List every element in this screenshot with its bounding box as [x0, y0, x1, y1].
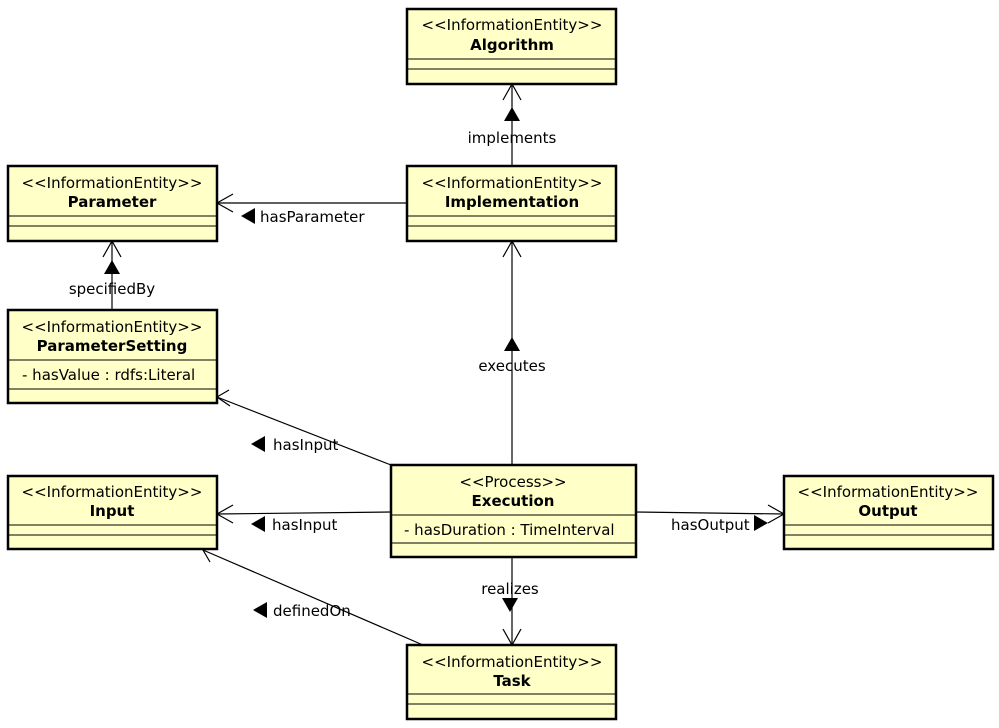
- class-name: Input: [90, 502, 135, 520]
- class-stereotype: <<InformationEntity>>: [422, 16, 603, 34]
- class-name: Algorithm: [470, 36, 554, 54]
- class-stereotype: <<InformationEntity>>: [422, 653, 603, 671]
- label-has-parameter: hasParameter: [260, 208, 365, 226]
- edge-has-input-setting: hasInput: [215, 389, 392, 466]
- direction-left-triangle: [251, 516, 265, 532]
- class-input[interactable]: <<InformationEntity>> Input: [6, 474, 219, 551]
- edge-executes: executes: [478, 239, 546, 465]
- class-stereotype: <<InformationEntity>>: [22, 318, 203, 336]
- class-stereotype: <<InformationEntity>>: [798, 483, 979, 501]
- label-realizes: realizes: [481, 580, 539, 598]
- label-executes: executes: [478, 357, 545, 375]
- class-name: Execution: [472, 492, 555, 510]
- class-output[interactable]: <<InformationEntity>> Output: [782, 474, 995, 551]
- edge-has-parameter: hasParameter: [215, 193, 407, 226]
- label-implements: implements: [468, 129, 557, 147]
- direction-left-triangle: [241, 208, 255, 224]
- label-has-input-setting: hasInput: [273, 436, 338, 454]
- direction-up-triangle: [104, 260, 120, 274]
- label-specified-by: specifiedBy: [69, 280, 155, 298]
- class-parameter-setting[interactable]: <<InformationEntity>> ParameterSetting -…: [6, 308, 219, 405]
- class-stereotype: <<InformationEntity>>: [22, 483, 203, 501]
- class-parameter[interactable]: <<InformationEntity>> Parameter: [6, 164, 219, 243]
- edge-has-output: hasOutput: [635, 504, 786, 534]
- direction-right-triangle: [754, 515, 768, 531]
- label-defined-on: definedOn: [273, 602, 351, 620]
- edge-implements: implements: [468, 82, 557, 165]
- label-has-output: hasOutput: [671, 516, 750, 534]
- class-algorithm[interactable]: <<InformationEntity>> Algorithm: [405, 7, 618, 86]
- class-name: Output: [858, 502, 917, 520]
- direction-left-triangle: [253, 602, 267, 618]
- class-attribute: - hasValue : rdfs:Literal: [22, 366, 195, 384]
- direction-up-triangle: [504, 337, 520, 351]
- class-attribute: - hasDuration : TimeInterval: [404, 521, 615, 539]
- class-stereotype: <<Process>>: [459, 473, 566, 491]
- edge-realizes: realizes: [481, 557, 539, 647]
- edge-specified-by: specifiedBy: [69, 239, 155, 310]
- class-execution[interactable]: <<Process>> Execution - hasDuration : Ti…: [389, 463, 638, 559]
- edge-defined-on: definedOn: [202, 546, 424, 646]
- direction-down-triangle: [502, 598, 518, 612]
- class-stereotype: <<InformationEntity>>: [422, 174, 603, 192]
- edge-has-input: hasInput: [215, 504, 392, 534]
- class-stereotype: <<InformationEntity>>: [22, 174, 203, 192]
- class-implementation[interactable]: <<InformationEntity>> Implementation: [405, 164, 618, 243]
- direction-up-triangle: [504, 107, 520, 121]
- label-has-input: hasInput: [272, 516, 337, 534]
- direction-left-triangle: [251, 436, 265, 452]
- class-name: ParameterSetting: [37, 337, 188, 355]
- class-name: Parameter: [68, 193, 157, 211]
- class-task[interactable]: <<InformationEntity>> Task: [405, 643, 618, 721]
- class-name: Task: [493, 672, 531, 690]
- class-name: Implementation: [445, 193, 579, 211]
